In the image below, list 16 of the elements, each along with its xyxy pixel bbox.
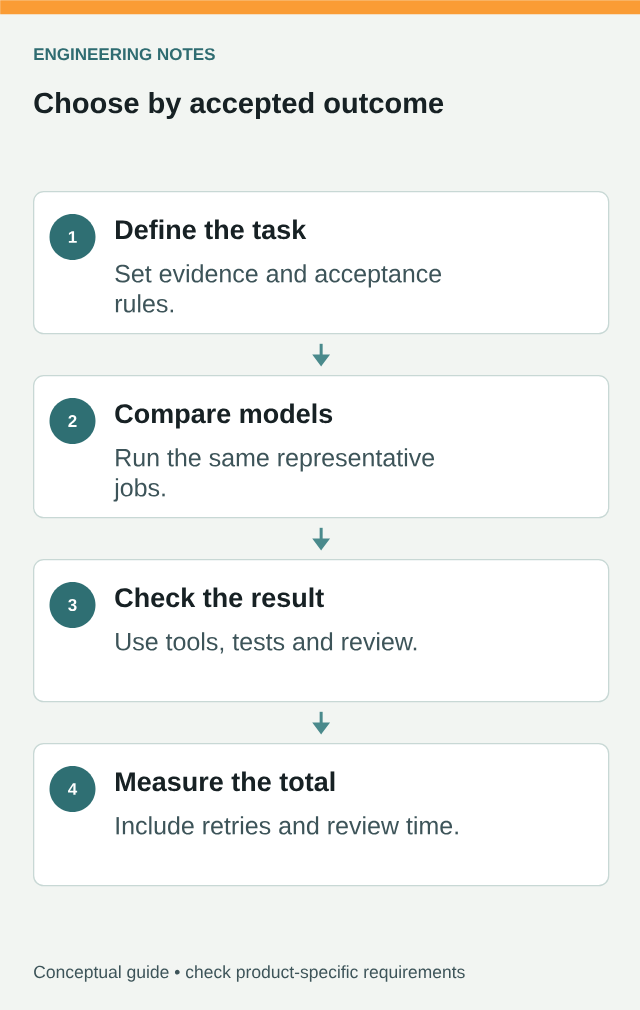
number-badge: 4 [49,766,96,812]
page-title: Choose by accepted outcome [34,92,444,120]
step-description: Use tools, tests and review. [116,632,417,654]
step-title: Measure the total [116,771,335,792]
number-badge: 3 [49,582,96,628]
step-description: Set evidence and acceptance rules. [115,264,442,313]
step-title: Define the task [116,219,307,240]
step-title: Check the result [115,587,324,608]
number-badge: 1 [49,214,96,260]
step-description: Run the same representative jobs. [113,448,435,502]
step-description: Include retries and review time. [116,816,458,835]
top-bar [0,0,640,15]
step-title: Compare models [115,403,333,429]
number-badge: 2 [49,398,96,444]
section-label: ENGINEERING NOTES [34,48,215,61]
footnote: Conceptual guide • check product-specific requirements [34,965,465,982]
